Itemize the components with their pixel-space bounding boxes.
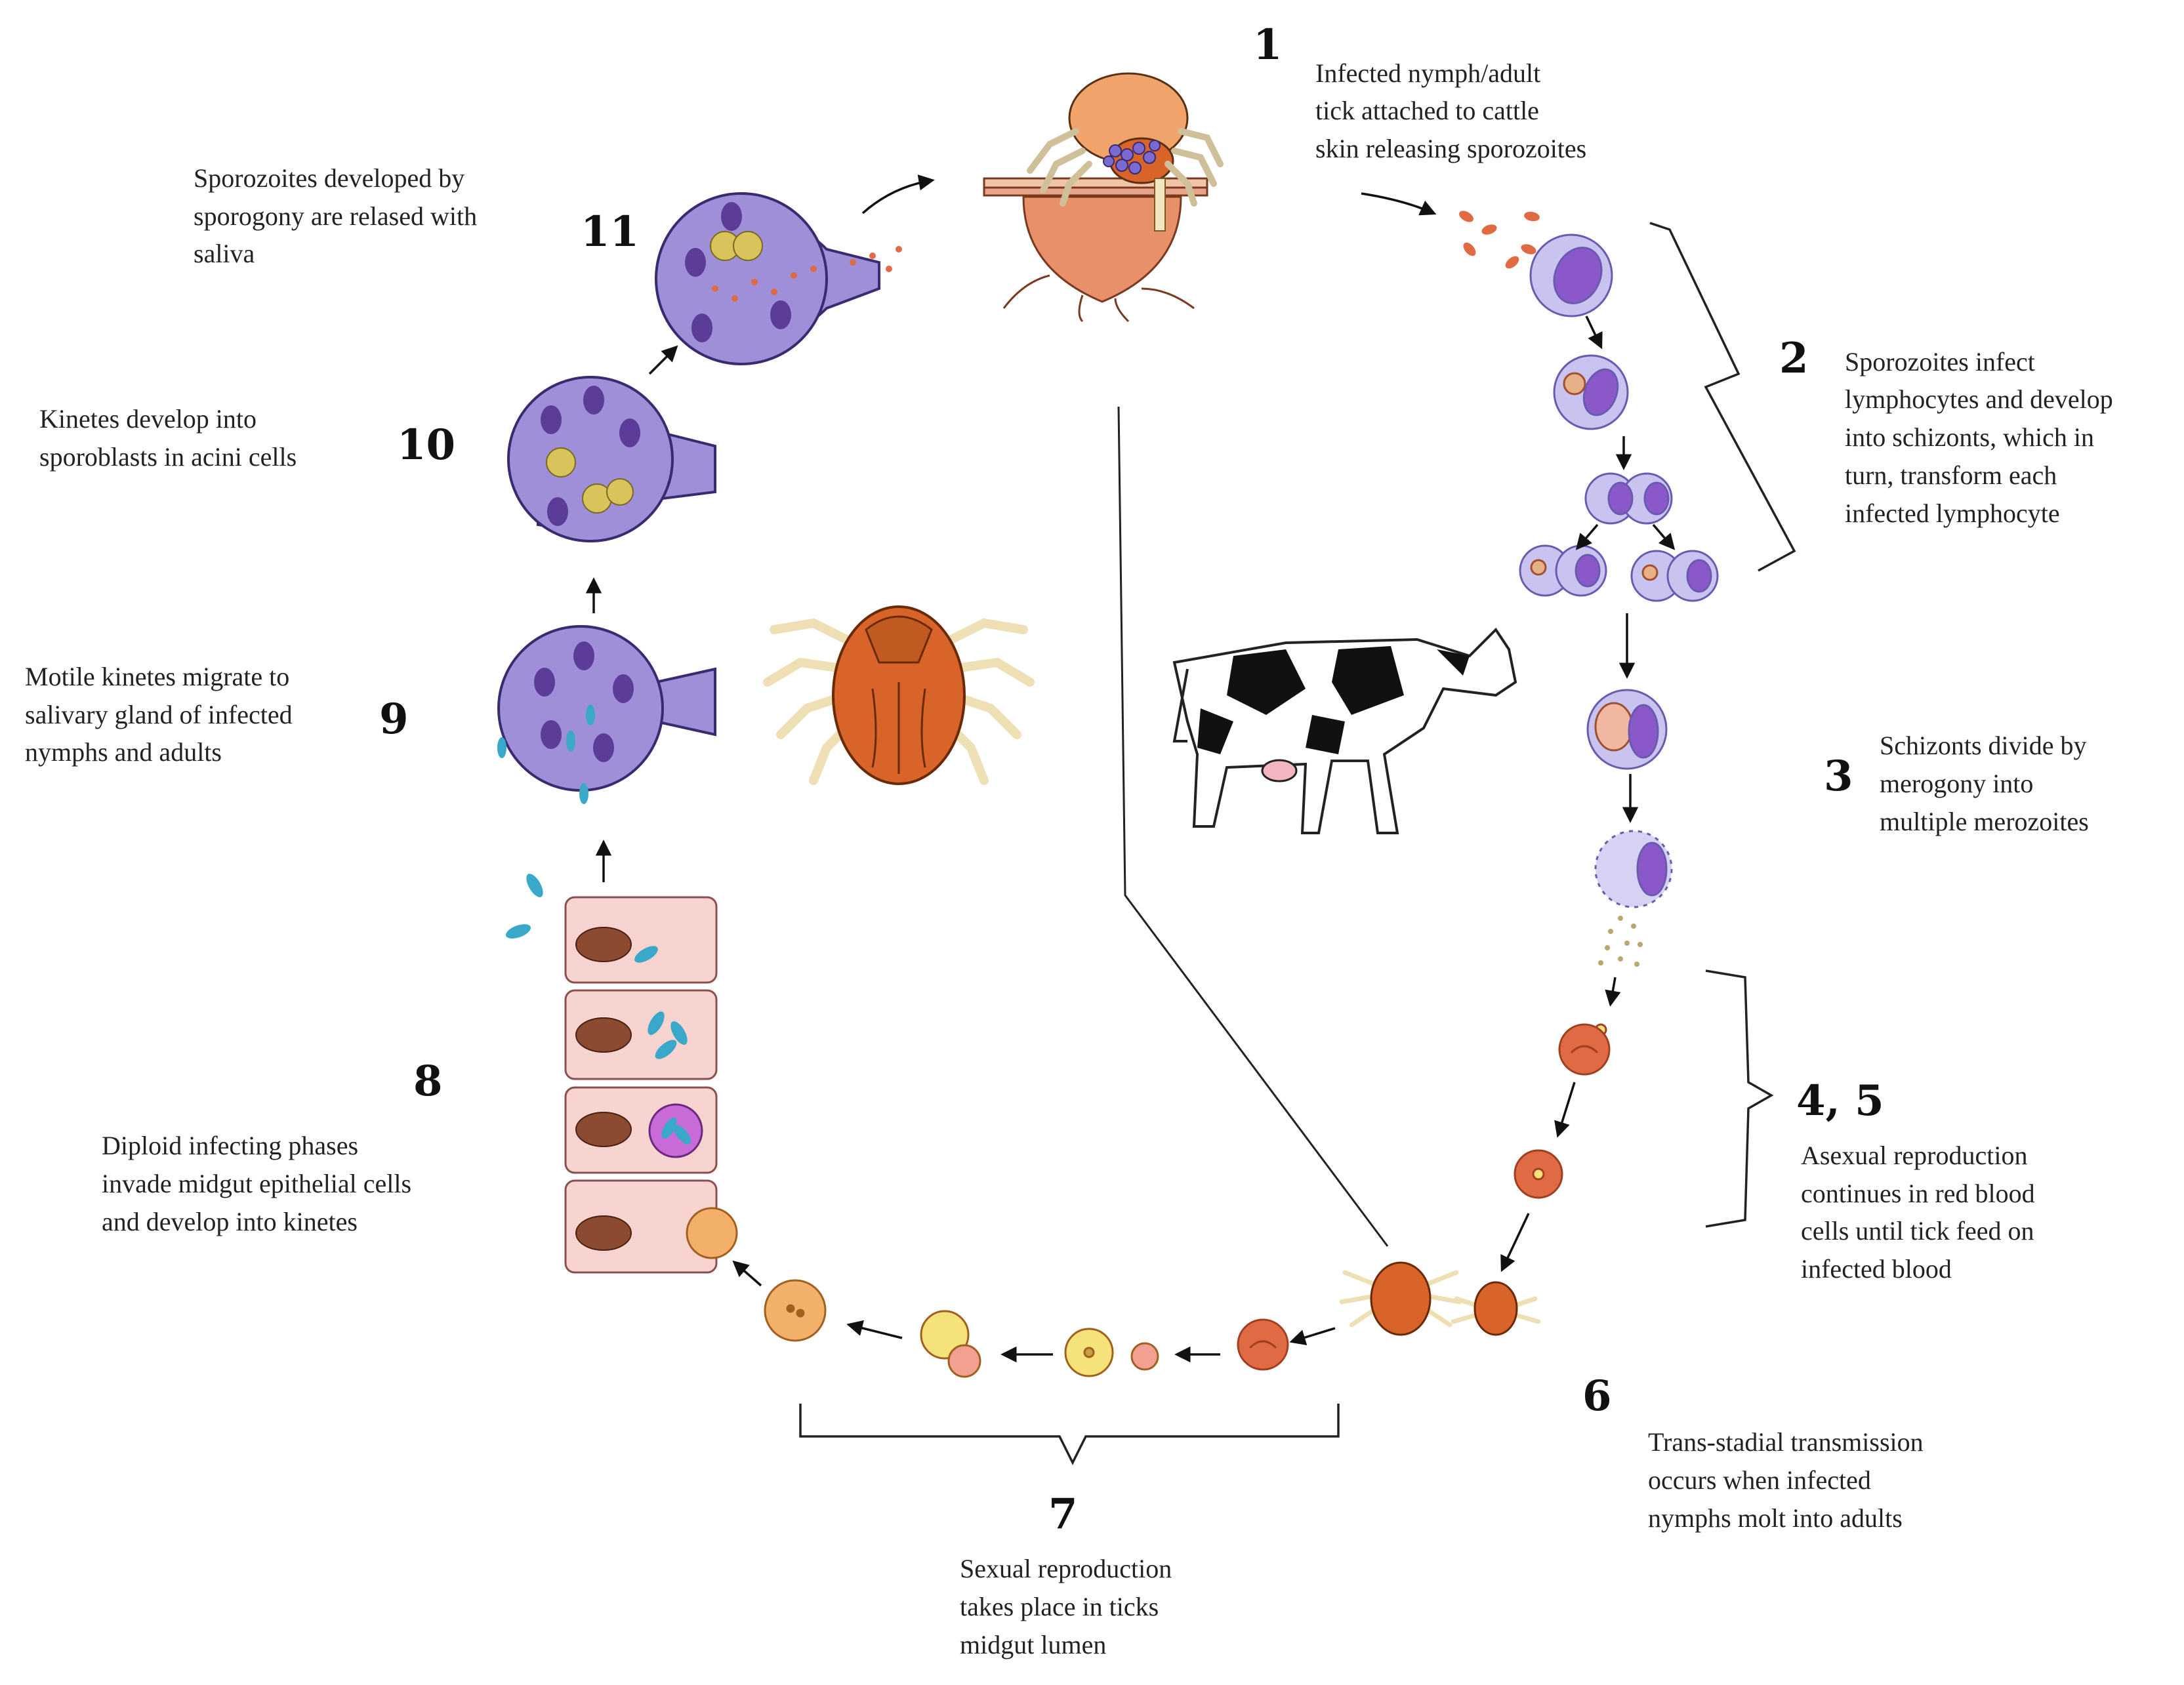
salivary-gland-acinus-sporoblasts	[507, 376, 716, 542]
step-9-caption-line: nymphs and adults	[25, 737, 222, 767]
connector-lines	[1117, 406, 1389, 1247]
step-10: 10 Kinetes develop into sporoblasts in a…	[39, 404, 455, 472]
step-4-5-caption-line: continues in red blood	[1801, 1179, 2035, 1208]
step-4-5-number: 4, 5	[1796, 1076, 1884, 1126]
brackets	[799, 222, 1796, 1465]
step-6-caption-line: Trans-stadial transmission	[1648, 1427, 1924, 1457]
salivary-gland-acinus-sporozoites	[655, 192, 902, 365]
step-4-5: 4, 5 Asexual reproduction continues in r…	[1796, 1076, 2035, 1284]
midgut-epithelium	[505, 874, 738, 1274]
step-11-number: 11	[581, 207, 639, 256]
salivary-gland-acinus-kinetes	[497, 625, 716, 804]
cycle-arrows	[585, 174, 1676, 1363]
step-3-caption-line: Schizonts divide by	[1880, 731, 2087, 760]
step-7: 7 Sexual reproduction takes place in tic…	[960, 1490, 1172, 1659]
adult-tick-illustration	[763, 605, 1035, 785]
step-8-caption-line: and develop into kinetes	[102, 1207, 358, 1236]
step-11: 11 Sporozoites developed by sporogony ar…	[194, 163, 639, 268]
step-3-caption-line: multiple merozoites	[1880, 807, 2089, 836]
step-6-number: 6	[1582, 1371, 1612, 1421]
step-2-caption-line: infected lymphocyte	[1845, 498, 2060, 528]
released-sporozoites	[1459, 211, 1540, 269]
step-6-caption-line: occurs when infected	[1648, 1465, 1871, 1495]
step-7-caption-line: takes place in ticks	[960, 1592, 1159, 1621]
infected-lymphocytes	[1519, 233, 1719, 602]
step-2-number: 2	[1779, 334, 1809, 383]
step-7-caption-line: Sexual reproduction	[960, 1554, 1172, 1583]
step-8-caption-line: Diploid infecting phases	[102, 1131, 358, 1160]
step-9: 9 Motile kinetes migrate to salivary gla…	[25, 662, 409, 767]
nymph-adult-ticks	[1339, 1261, 1541, 1336]
step-4-5-caption-line: infected blood	[1801, 1254, 1952, 1284]
step-8-caption-line: invade midgut epithelial cells	[102, 1169, 411, 1198]
step-1: 1 Infected nymph/adult tick attached to …	[1253, 20, 1586, 163]
step-11-caption-line: sporogony are relased with	[194, 201, 477, 231]
step-6: 6 Trans-stadial transmission occurs when…	[1582, 1371, 1924, 1533]
step-10-caption-line: Kinetes develop into	[39, 404, 257, 434]
tick-on-skin-illustration	[983, 72, 1224, 323]
step-2-caption-line: Sporozoites infect	[1845, 347, 2035, 376]
step-7-number: 7	[1048, 1490, 1078, 1539]
schizont-merogony	[1586, 689, 1673, 908]
step-2-caption-line: into schizonts, which in	[1845, 422, 2094, 452]
step-7-caption-line: midgut lumen	[960, 1630, 1106, 1659]
step-4-5-caption-line: Asexual reproduction	[1801, 1141, 2027, 1170]
step-3-number: 3	[1824, 752, 1853, 801]
step-8: 8 Diploid infecting phases invade midgut…	[102, 1057, 443, 1236]
infected-red-blood-cells	[1237, 1023, 1611, 1371]
step-1-number: 1	[1253, 20, 1283, 70]
cow-illustration	[1172, 627, 1517, 834]
step-4-5-caption-line: cells until tick feed on	[1801, 1216, 2034, 1246]
step-2: 2 Sporozoites infect lymphocytes and dev…	[1779, 334, 2113, 528]
step-8-number: 8	[413, 1057, 443, 1106]
step-9-caption-line: salivary gland of infected	[25, 700, 293, 729]
step-11-caption-line: saliva	[194, 239, 255, 268]
step-9-number: 9	[379, 695, 409, 744]
step-2-caption-line: lymphocytes and develop	[1845, 384, 2113, 414]
step-1-caption-line: Infected nymph/adult	[1315, 58, 1540, 88]
step-2-caption-line: turn, transform each	[1845, 460, 2057, 490]
step-10-number: 10	[397, 420, 455, 470]
step-1-caption-line: tick attached to cattle	[1315, 96, 1539, 125]
merozoites	[1598, 916, 1643, 967]
step-3: 3 Schizonts divide by merogony into mult…	[1824, 731, 2089, 836]
step-9-caption-line: Motile kinetes migrate to	[25, 662, 289, 691]
step-11-caption-line: Sporozoites developed by	[194, 163, 464, 193]
step-6-caption-line: nymphs molt into adults	[1648, 1503, 1903, 1533]
step-3-caption-line: merogony into	[1880, 769, 2033, 798]
gametes-and-zygotes	[764, 1279, 1159, 1378]
step-1-caption-line: skin releasing sporozoites	[1315, 134, 1586, 163]
step-10-caption-line: sporoblasts in acini cells	[39, 442, 297, 472]
